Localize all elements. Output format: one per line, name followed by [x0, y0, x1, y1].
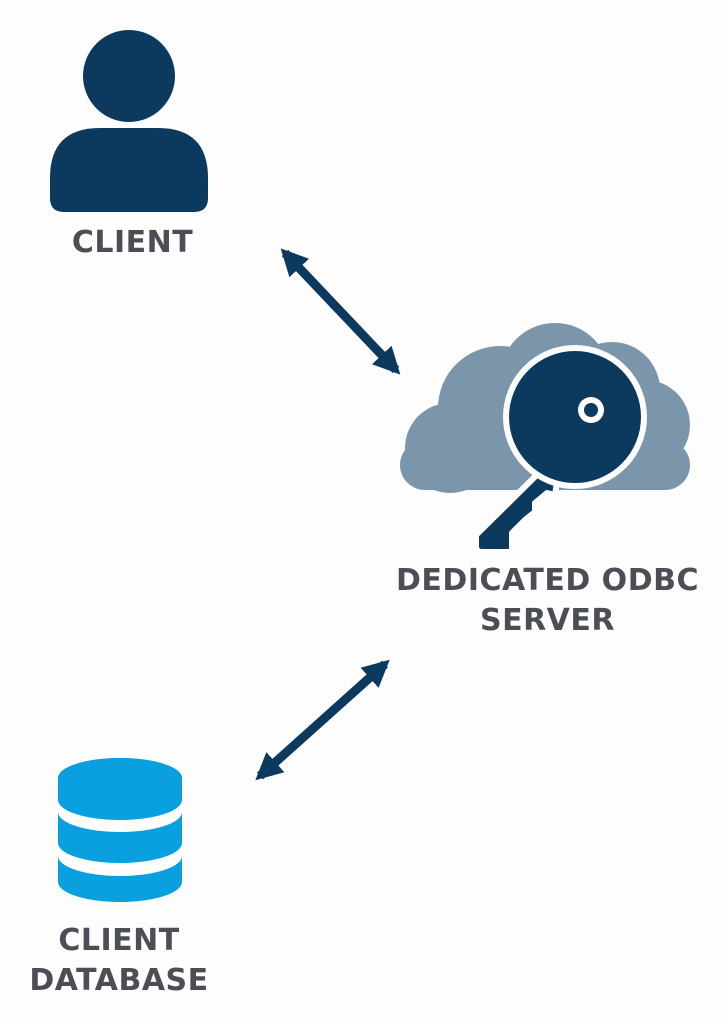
client-label-text: CLIENT	[71, 225, 194, 260]
arrow-server-database	[255, 659, 390, 781]
database-label-line2: DATABASE	[29, 963, 209, 998]
database-label: CLIENT DATABASE	[10, 921, 228, 1001]
cloud-key-icon	[400, 323, 690, 555]
database-label-line1: CLIENT	[58, 923, 180, 958]
server-label-line2: SERVER	[479, 603, 615, 638]
key-icon	[473, 345, 647, 555]
server-label-line1: DEDICATED ODBC	[396, 563, 699, 598]
client-label: CLIENT	[30, 223, 235, 263]
arrow-client-server	[280, 248, 401, 375]
user-icon	[50, 30, 208, 212]
database-icon	[58, 758, 182, 902]
server-label: DEDICATED ODBC SERVER	[375, 561, 720, 641]
